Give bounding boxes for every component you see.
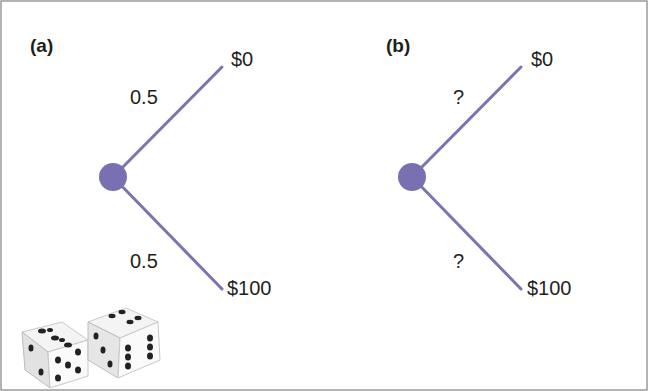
outcome-label: $0 bbox=[531, 47, 553, 71]
probability-label: ? bbox=[453, 85, 464, 109]
outcome-label: $0 bbox=[231, 47, 253, 71]
dice-picture bbox=[22, 308, 160, 388]
panel-letter: (b) bbox=[386, 34, 410, 58]
panel-letter: (a) bbox=[30, 34, 53, 58]
chance-node bbox=[398, 163, 426, 191]
outcome-label: $100 bbox=[227, 276, 272, 300]
probability-label: 0.5 bbox=[130, 249, 158, 273]
chance-node bbox=[99, 163, 127, 191]
outcome-label: $100 bbox=[527, 276, 572, 300]
probability-label: ? bbox=[453, 249, 464, 273]
probability-label: 0.5 bbox=[130, 85, 158, 109]
branches bbox=[113, 67, 521, 289]
